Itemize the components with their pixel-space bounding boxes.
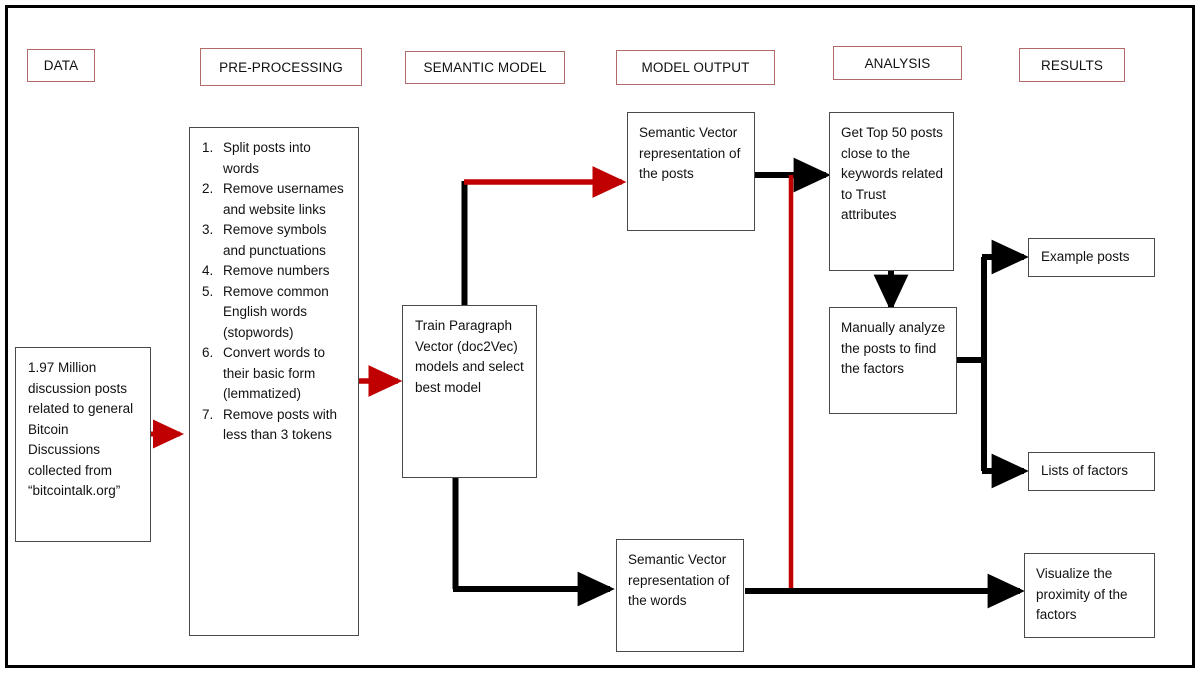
- node-vector-posts: Semantic Vector representation of the po…: [627, 112, 755, 231]
- node-manual-analysis: Manually analyze the posts to find the f…: [829, 307, 957, 414]
- column-header-model-output: MODEL OUTPUT: [616, 50, 775, 85]
- column-header-analysis-label: ANALYSIS: [864, 55, 931, 71]
- list-item: Remove posts with less than 3 tokens: [217, 405, 350, 446]
- node-preprocessing-steps: Split posts into words Remove usernames …: [189, 127, 359, 636]
- column-header-semantic-model: SEMANTIC MODEL: [405, 51, 565, 84]
- column-header-results: RESULTS: [1019, 48, 1125, 82]
- node-top-posts: Get Top 50 posts close to the keywords r…: [829, 112, 954, 271]
- node-vector-words-text: Semantic Vector representation of the wo…: [628, 552, 730, 609]
- column-header-data: DATA: [27, 49, 95, 82]
- node-lists-of-factors: Lists of factors: [1028, 452, 1155, 491]
- column-header-preprocessing-label: PRE-PROCESSING: [219, 59, 343, 75]
- node-visualize: Visualize the proximity of the factors: [1024, 553, 1155, 638]
- list-item: Remove numbers: [217, 261, 350, 282]
- preprocessing-step-list: Split posts into words Remove usernames …: [190, 138, 350, 446]
- node-vector-words: Semantic Vector representation of the wo…: [616, 539, 744, 652]
- node-example-posts: Example posts: [1028, 238, 1155, 277]
- list-item: Remove usernames and website links: [217, 179, 350, 220]
- node-visualize-text: Visualize the proximity of the factors: [1036, 566, 1128, 623]
- column-header-preprocessing: PRE-PROCESSING: [200, 48, 362, 86]
- column-header-data-label: DATA: [43, 58, 79, 73]
- node-manual-analysis-text: Manually analyze the posts to find the f…: [841, 320, 946, 377]
- node-data-source-text: 1.97 Million discussion posts related to…: [28, 360, 134, 499]
- column-header-semantic-model-label: SEMANTIC MODEL: [423, 60, 547, 75]
- list-item: Remove common English words (stopwords): [217, 282, 350, 344]
- node-train-model: Train Paragraph Vector (doc2Vec) models …: [402, 305, 537, 478]
- list-item: Split posts into words: [217, 138, 350, 179]
- node-vector-posts-text: Semantic Vector representation of the po…: [639, 125, 741, 182]
- diagram-outer-frame: [5, 5, 1195, 668]
- column-header-analysis: ANALYSIS: [833, 46, 962, 80]
- node-train-model-text: Train Paragraph Vector (doc2Vec) models …: [415, 318, 524, 395]
- list-item: Remove symbols and punctuations: [217, 220, 350, 261]
- node-lists-of-factors-text: Lists of factors: [1041, 463, 1129, 479]
- node-data-source: 1.97 Million discussion posts related to…: [15, 347, 151, 542]
- column-header-model-output-label: MODEL OUTPUT: [641, 60, 750, 75]
- node-example-posts-text: Example posts: [1041, 249, 1130, 265]
- node-top-posts-text: Get Top 50 posts close to the keywords r…: [841, 125, 944, 223]
- list-item: Convert words to their basic form (lemma…: [217, 343, 350, 405]
- column-header-results-label: RESULTS: [1041, 57, 1103, 73]
